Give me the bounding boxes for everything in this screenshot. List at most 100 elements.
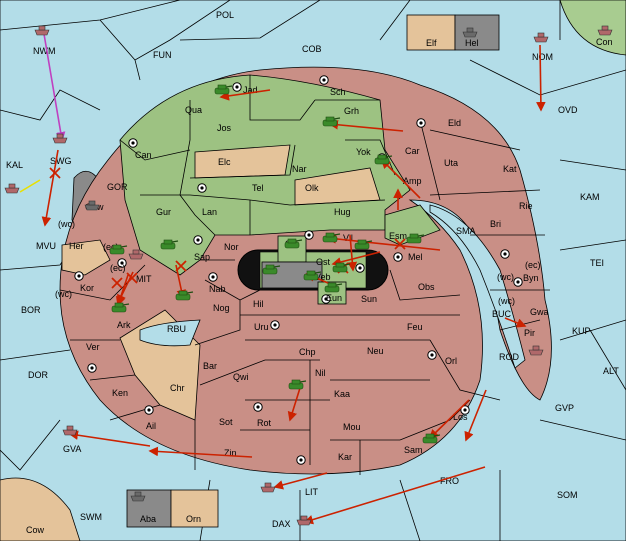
label-mel: Mel (408, 252, 423, 262)
fleet-unit-icon[interactable] (4, 183, 20, 194)
label-fro: FRO (440, 476, 459, 486)
army-unit-icon[interactable] (322, 232, 341, 243)
fleet-unit-icon[interactable] (597, 25, 613, 36)
fleet-unit-icon[interactable] (52, 133, 68, 144)
label-elc: Elc (218, 157, 231, 167)
fleet-unit-icon[interactable] (62, 425, 78, 436)
fleet-unit-icon[interactable] (462, 27, 478, 38)
label-cob: COB (302, 44, 322, 54)
sea-sma-channel[interactable] (429, 204, 526, 369)
army-unit-icon[interactable] (374, 154, 393, 165)
label-hug: Hug (334, 207, 351, 217)
label-tei: TEI (590, 258, 604, 268)
region-orn[interactable] (170, 489, 219, 528)
fleet-unit-icon[interactable] (84, 200, 100, 211)
fleet-unit-icon[interactable] (528, 345, 544, 356)
label-grh: Grh (344, 106, 359, 116)
label-qua: Qua (185, 105, 202, 115)
order-arrow (380, 158, 421, 199)
label-sot: Sot (219, 417, 233, 427)
supply-center-dot-inner (299, 458, 303, 462)
label-gur: Gur (156, 207, 171, 217)
label-rod: ROD (499, 352, 520, 362)
label-bri: Bri (490, 219, 501, 229)
units (4, 25, 613, 526)
label-hel: Hel (465, 38, 479, 48)
army-unit-icon[interactable] (406, 233, 425, 244)
army-unit-icon[interactable] (284, 238, 303, 249)
label-gor: GOR (107, 182, 128, 192)
supply-center-dot-inner (256, 405, 260, 409)
label-orn: Orn (186, 514, 201, 524)
army-unit-icon[interactable] (262, 264, 281, 275)
order-arrow (41, 149, 59, 227)
label-bor: BOR (21, 305, 41, 315)
label-kar: Kar (338, 452, 352, 462)
army-unit-icon[interactable] (332, 262, 351, 273)
fleet-unit-icon[interactable] (128, 249, 144, 260)
label-her: Her (69, 241, 84, 251)
label-obs: Obs (418, 282, 435, 292)
label-los: Los (453, 412, 468, 422)
order-arrow (115, 274, 129, 307)
label-rot: Rot (257, 418, 272, 428)
order-arrow (536, 44, 546, 112)
label-lan: Lan (202, 207, 217, 217)
supply-center-dot-inner (463, 408, 467, 412)
sea-rbu[interactable] (139, 319, 201, 347)
army-unit-icon[interactable] (303, 270, 322, 281)
order-arrow (219, 89, 271, 101)
army-unit-icon[interactable] (324, 282, 343, 293)
fleet-unit-icon[interactable] (296, 515, 312, 526)
army-unit-icon[interactable] (322, 116, 341, 127)
fleet-unit-icon[interactable] (130, 491, 146, 502)
army-unit-icon[interactable] (175, 290, 194, 301)
army-unit-icon[interactable] (111, 302, 130, 313)
label-ec: (ec) (103, 242, 119, 252)
label-neu: Neu (367, 346, 384, 356)
label-can: Can (135, 150, 152, 160)
failed-move-cross (49, 167, 61, 179)
army-unit-icon[interactable] (422, 433, 441, 444)
label-bar: Bar (203, 361, 217, 371)
label-kor: Kor (80, 283, 94, 293)
fleet-unit-icon[interactable] (34, 25, 50, 36)
order-arrow (273, 472, 328, 490)
army-unit-icon[interactable] (214, 84, 233, 95)
label-kup: KUP (572, 326, 591, 336)
label-vil: Vil (343, 233, 353, 243)
label-eun: Eun (326, 293, 342, 303)
label-ovd: OVD (558, 105, 578, 115)
label-mit: MIT (136, 274, 152, 284)
region-her[interactable] (61, 239, 111, 276)
army-unit-icon[interactable] (354, 239, 373, 250)
label-zin: Zin (224, 448, 237, 458)
region-elf[interactable] (406, 14, 456, 51)
label-jad: Jad (243, 85, 258, 95)
label-tel: Tel (252, 183, 264, 193)
fleet-unit-icon[interactable] (260, 482, 276, 493)
label-eld: Eld (448, 118, 461, 128)
label-som: SOM (557, 490, 578, 500)
label-con: Con (596, 37, 613, 47)
fleet-unit-icon[interactable] (533, 32, 549, 43)
label-kal: KAL (6, 160, 23, 170)
label-dor: DOR (28, 370, 49, 380)
label-esm: Esm (389, 231, 407, 241)
label-wc: (wc) (58, 219, 75, 229)
army-unit-icon[interactable] (109, 244, 128, 255)
region-cow[interactable] (0, 477, 81, 541)
supply-center-dot-inner (211, 275, 215, 279)
failed-move-cross (111, 277, 123, 289)
label-swg: SWG (50, 156, 72, 166)
label-buc: BUC (492, 309, 512, 319)
label-uta: Uta (444, 158, 458, 168)
army-unit-icon[interactable] (288, 379, 307, 390)
army-unit-icon[interactable] (160, 239, 179, 250)
supply-center-dot-inner (131, 141, 135, 145)
label-alt: ALT (603, 366, 619, 376)
supply-center-dot-inner (77, 274, 81, 278)
label-chr: Chr (170, 383, 185, 393)
label-gva: GVA (63, 444, 81, 454)
